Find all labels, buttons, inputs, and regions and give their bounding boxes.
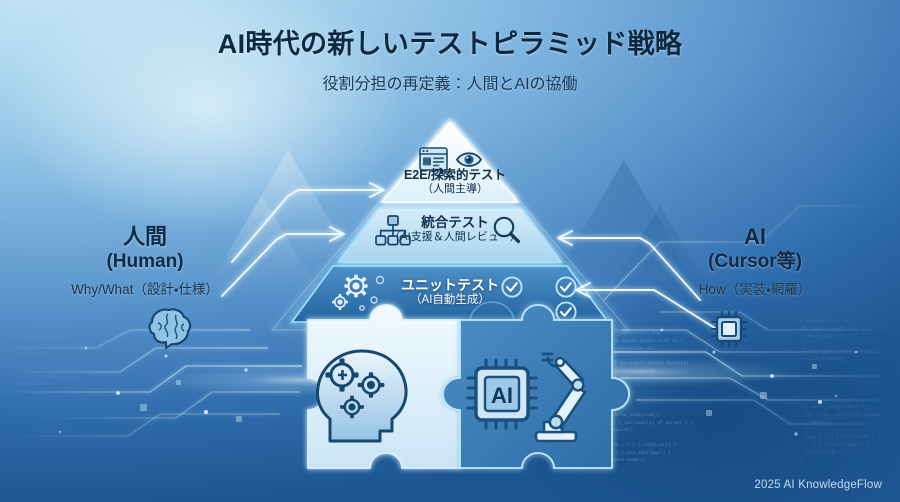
ai-paren: (Cursor等) (708, 250, 802, 272)
sitemap-hierarchy-icon (375, 215, 411, 246)
ai-chip-icon: AI (466, 358, 538, 430)
page-title: AI時代の新しいテストピラミッド戦略 (217, 29, 683, 59)
check-circle-icon (555, 276, 577, 298)
gears-icon (332, 274, 388, 318)
page-subtitle: 役割分担の再定義：人間とAIの協働 (322, 76, 578, 93)
robot-arm-icon (534, 352, 587, 443)
flow-arrow-left-to-e2e (231, 182, 385, 263)
flow-arrow-right-to-unit (575, 282, 719, 331)
magnifier-icon (493, 216, 521, 244)
human-title: 人間 (122, 224, 167, 249)
ai-chip-label: AI (491, 383, 513, 408)
flow-arrow-left-to-integration (221, 226, 345, 297)
pyramid-tier-integration[interactable] (337, 207, 563, 263)
human-paren: (Human) (106, 250, 184, 272)
brain-icon (148, 308, 192, 350)
browser-window-cursor-icon (419, 147, 449, 178)
eye-icon (455, 152, 483, 167)
pyramid-tier-e2e[interactable] (380, 120, 520, 203)
side-label-ai: AI (Cursor等) How（実装・網羅） (640, 224, 870, 298)
head-with-gears-icon (316, 349, 408, 443)
cpu-chip-icon (710, 310, 748, 348)
side-label-human: 人間 (Human) Why/What（設計・仕様） (30, 224, 260, 298)
flow-arrow-right-to-integration (557, 230, 701, 301)
ai-title: AI (744, 224, 766, 249)
human-sub: Why/What（設計・仕様） (71, 281, 219, 297)
check-circle-icon (501, 276, 523, 298)
ai-sub: How（実装・網羅） (698, 281, 812, 297)
footer-credit: 2025 AI KnowledgeFlow (754, 479, 882, 491)
